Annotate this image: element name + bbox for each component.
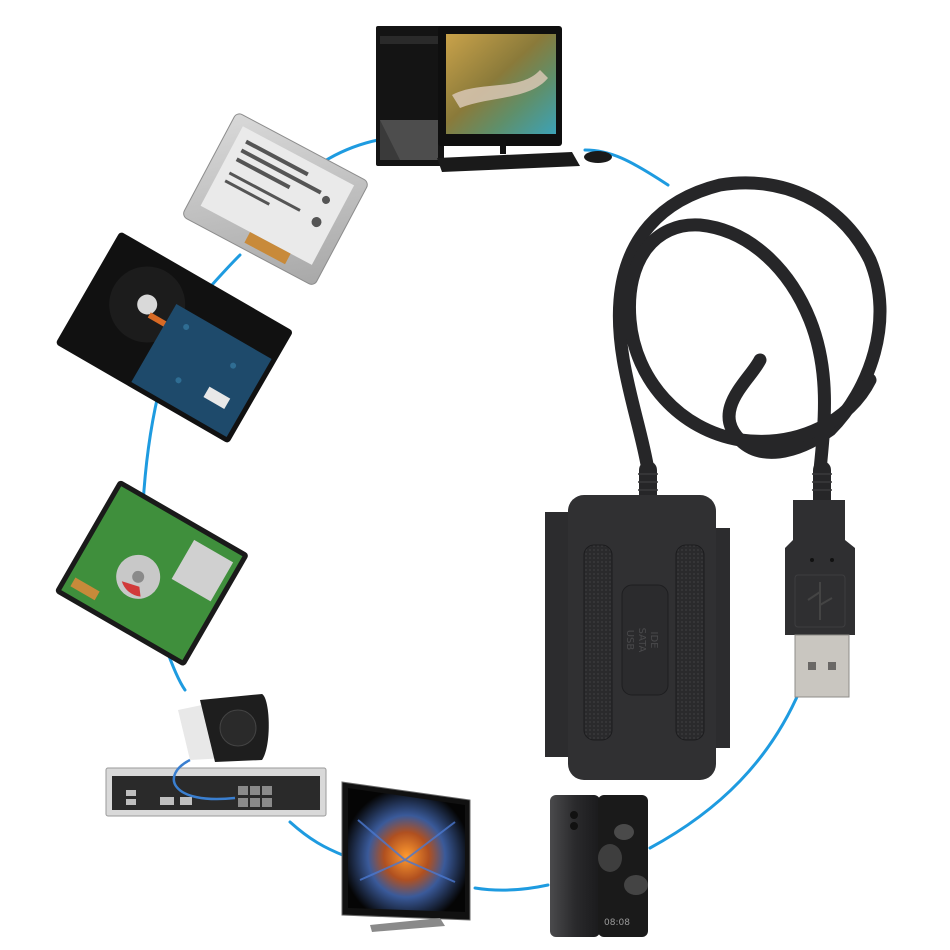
hard-disk-2-5-inch: [55, 480, 248, 666]
usb-a-plug: [785, 500, 855, 698]
svg-text:IDE: IDE: [648, 632, 659, 649]
nvr-with-camera: [105, 694, 327, 817]
svg-text:USB: USB: [624, 630, 635, 651]
usb-trident-icon: [807, 582, 833, 620]
ssd-drive: [183, 113, 368, 285]
flat-screen-tv: [341, 781, 471, 932]
cable-strain-reliefs: [638, 473, 832, 491]
desktop-computer: [376, 26, 612, 172]
svg-text:SATA: SATA: [636, 628, 647, 653]
smartphone: 08:08: [550, 795, 648, 937]
adapter-label: IDE SATA USB: [624, 628, 659, 653]
phone-clock: 08:08: [604, 918, 630, 928]
hard-disk-3-5-inch: [56, 232, 292, 443]
ide-sata-adapter: IDE SATA USB: [545, 495, 730, 780]
usb-cable: [612, 176, 887, 514]
